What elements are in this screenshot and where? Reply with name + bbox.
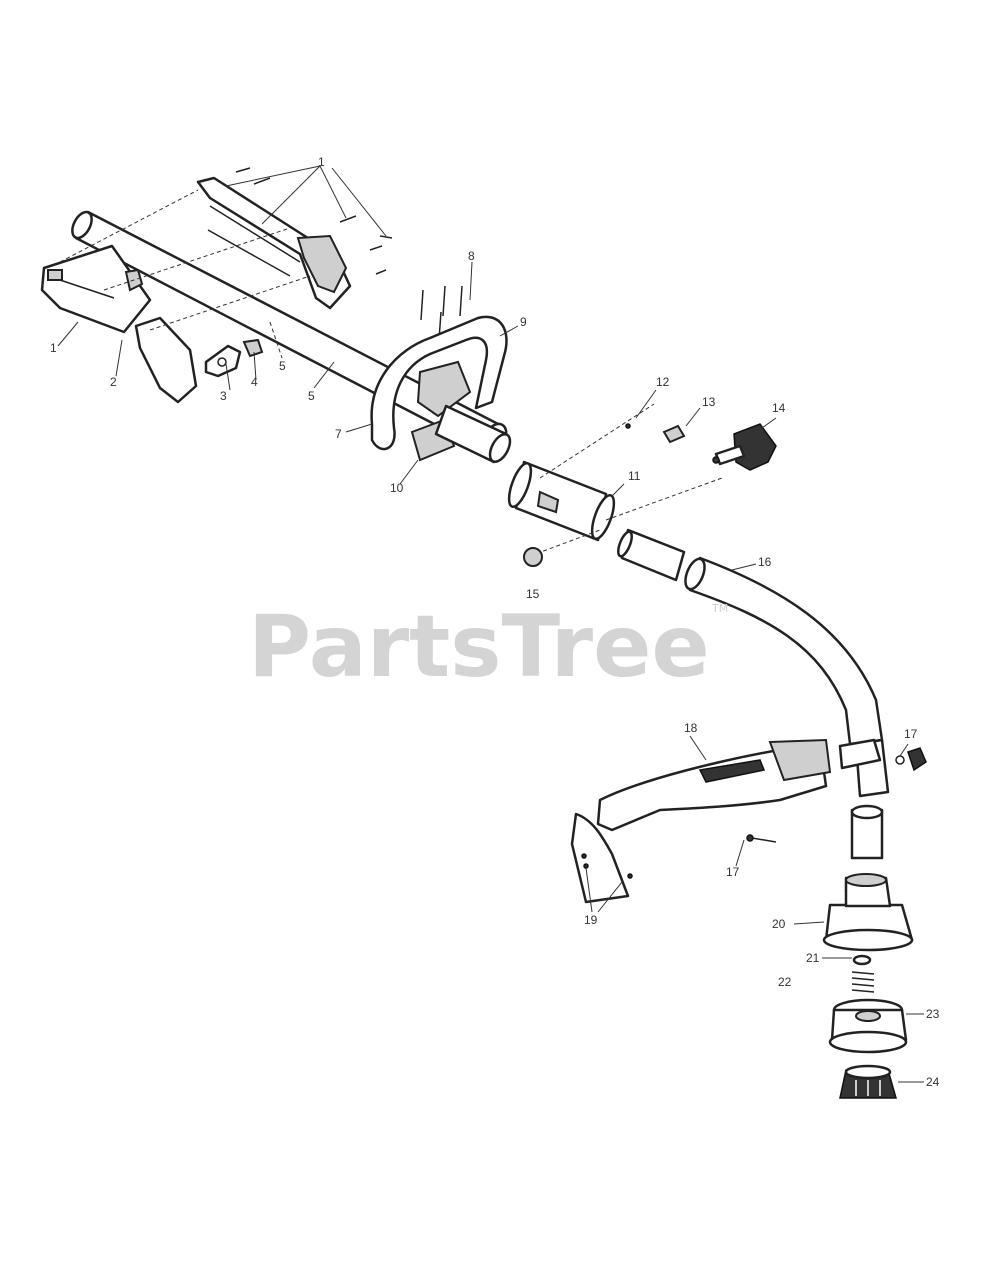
- pin-12: [625, 423, 631, 429]
- callout-11: 11: [628, 469, 641, 483]
- nut-15: [523, 547, 543, 567]
- callout-24: 24: [926, 1075, 940, 1089]
- watermark-text: PartsTree: [248, 597, 710, 697]
- callout-9: 9: [520, 315, 527, 329]
- callout-17-top: 17: [904, 727, 918, 741]
- debris-guard: [570, 738, 832, 904]
- knob-14: [712, 423, 777, 471]
- callout-2: 2: [110, 375, 117, 389]
- callout-16: 16: [758, 555, 772, 569]
- screws-top: [235, 167, 393, 275]
- gear-head: [838, 738, 927, 860]
- sleeve: [617, 528, 686, 582]
- callout-8: 8: [468, 249, 475, 263]
- callout-15: 15: [526, 587, 540, 601]
- lower-shaft: [684, 556, 884, 746]
- callout-1-grip: 1: [50, 341, 57, 355]
- callout-7: 7: [335, 427, 342, 441]
- upper-handle-housing: [196, 176, 352, 310]
- coupler-tube: [507, 460, 616, 542]
- grip-housing-left: [40, 244, 152, 334]
- callout-12: 12: [656, 375, 670, 389]
- watermark-trademark: TM: [711, 602, 728, 615]
- bump-knob-24: [839, 1064, 897, 1099]
- callout-5-lower: 5: [308, 389, 315, 403]
- callout-5-upper: 5: [279, 359, 286, 373]
- shaft-front: [434, 404, 512, 464]
- screw-17: [746, 834, 777, 843]
- washer-21: [852, 954, 872, 966]
- callout-3: 3: [220, 389, 227, 403]
- trigger-lock: [242, 338, 264, 358]
- throttle-trigger: [204, 344, 242, 378]
- callout-23: 23: [926, 1007, 940, 1021]
- spool-housing-20: [822, 873, 914, 952]
- callout-20: 20: [772, 917, 786, 931]
- callout-14: 14: [772, 401, 786, 415]
- callout-10: 10: [390, 481, 404, 495]
- line-cutter-19: [581, 853, 633, 879]
- callout-4: 4: [251, 375, 258, 389]
- spool-23: [828, 998, 908, 1054]
- insert-13: [662, 424, 686, 444]
- spring-22: [851, 971, 875, 993]
- callout-22: 22: [778, 975, 792, 989]
- callout-1-top: 1: [318, 155, 325, 169]
- callout-13: 13: [702, 395, 716, 409]
- callout-21: 21: [806, 951, 820, 965]
- grip-housing-right: [134, 316, 198, 404]
- callout-17-bottom: 17: [726, 865, 740, 879]
- callout-18: 18: [684, 721, 698, 735]
- callout-19: 19: [584, 913, 598, 927]
